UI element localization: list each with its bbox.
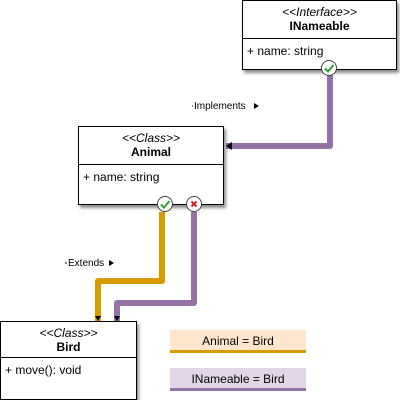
arrowhead-bird-extends	[95, 316, 101, 321]
legend-item-inameable-bird: INameable = Bird	[170, 368, 306, 391]
check-circle-icon	[157, 196, 173, 212]
arrowhead-implements-label	[254, 103, 259, 109]
interface-attribute: + name: string	[247, 44, 324, 58]
interface-stereotype: <<Interface>>	[282, 5, 357, 19]
x-circle-icon	[186, 196, 202, 212]
bird-method: + move(): void	[5, 363, 82, 377]
implements-connector-animal[interactable]	[226, 72, 333, 149]
extends-label: Extends	[67, 258, 106, 269]
legend-item-animal-bird: Animal = Bird	[170, 330, 306, 353]
class-bird-box[interactable]: <<Class>> Bird + move(): void	[0, 321, 137, 400]
arrowhead-extends-label	[109, 260, 114, 266]
interface-header: <<Interface>> INameable	[243, 1, 396, 39]
bird-name: Bird	[56, 340, 81, 354]
implements-label: Implements	[193, 101, 247, 112]
interface-name: INameable	[289, 19, 350, 33]
animal-header: <<Class>> Animal	[79, 127, 223, 165]
arrowhead-bird-implements	[114, 316, 120, 321]
check-circle-icon	[321, 60, 337, 76]
class-animal-box[interactable]: <<Class>> Animal + name: string	[78, 126, 224, 205]
bird-header: <<Class>> Bird	[1, 322, 136, 358]
implements-connector-bird[interactable]	[114, 212, 197, 321]
animal-stereotype: <<Class>>	[121, 131, 181, 145]
animal-name: Animal	[130, 145, 171, 159]
extends-connector[interactable]	[95, 212, 165, 321]
bird-stereotype: <<Class>>	[39, 326, 98, 340]
animal-attribute: + name: string	[83, 170, 160, 184]
arrowhead-animal-left	[226, 142, 232, 150]
interface-inameable-box[interactable]: <<Interface>> INameable + name: string	[242, 0, 397, 70]
implements-connector-animal-outline	[226, 72, 331, 147]
